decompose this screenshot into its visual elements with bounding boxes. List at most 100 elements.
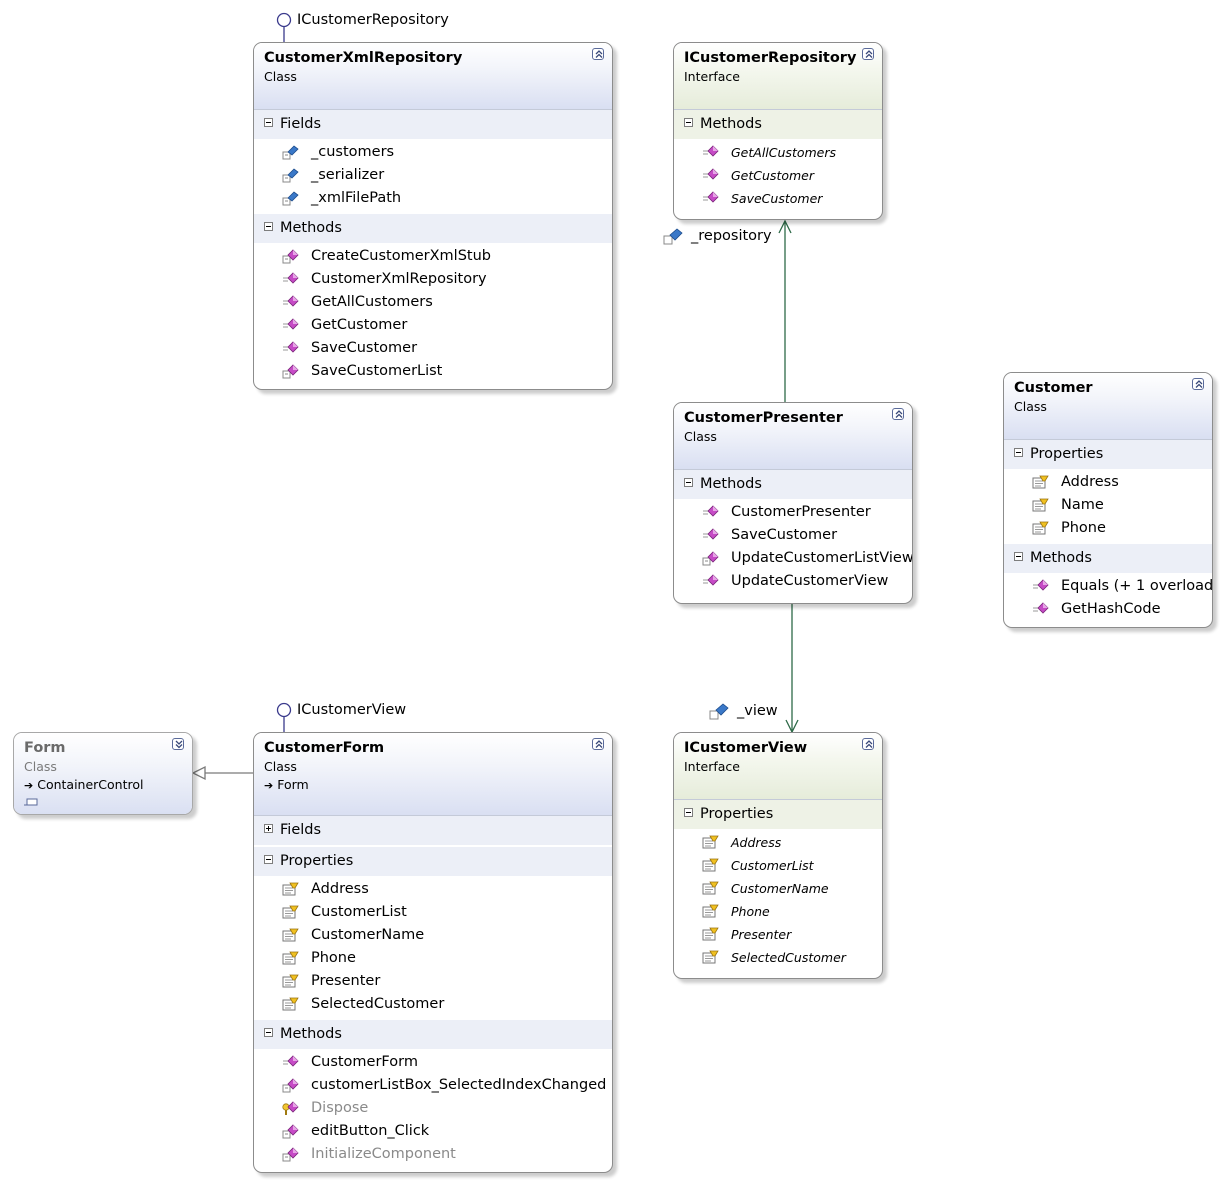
class-title: CustomerPresenter: [684, 410, 843, 426]
member-row[interactable]: Presenter: [674, 923, 882, 946]
member-label: UpdateCustomerListView: [731, 550, 913, 566]
class-box-customer-presenter[interactable]: CustomerPresenter Class Methods Customer…: [673, 402, 913, 604]
collapse-icon[interactable]: [592, 738, 604, 750]
class-box-form[interactable]: Form Class ➔ContainerControl: [13, 732, 193, 815]
member-row[interactable]: editButton_Click: [254, 1120, 612, 1143]
field-icon: [282, 145, 299, 160]
member-row[interactable]: CustomerPresenter: [674, 501, 912, 524]
member-row[interactable]: CreateCustomerXmlStub: [254, 245, 612, 268]
collapse-icon[interactable]: [862, 738, 874, 750]
class-box-customer-form[interactable]: CustomerForm Class ➔Form Fields Properti…: [253, 732, 613, 1173]
collapse-toggle-icon[interactable]: [684, 118, 693, 127]
property-icon: [282, 905, 299, 919]
member-label: Presenter: [731, 927, 792, 942]
class-header: Customer Class: [1004, 373, 1212, 440]
member-row[interactable]: Phone: [1004, 517, 1212, 540]
member-label: GetAllCustomers: [731, 145, 837, 160]
collapse-toggle-icon[interactable]: [1014, 552, 1023, 561]
member-row[interactable]: SaveCustomer: [674, 524, 912, 547]
property-icon: [282, 928, 299, 942]
class-title: Customer: [1014, 380, 1093, 396]
section-methods[interactable]: Methods: [1004, 544, 1212, 573]
member-row[interactable]: CustomerList: [674, 854, 882, 877]
collapse-toggle-icon[interactable]: [1014, 448, 1023, 457]
member-row[interactable]: Phone: [674, 900, 882, 923]
member-row[interactable]: CustomerList: [254, 901, 612, 924]
member-row[interactable]: GetHashCode: [1004, 598, 1212, 621]
method-icon: [703, 505, 719, 517]
member-label: SaveCustomerList: [311, 363, 443, 379]
member-label: CustomerName: [311, 927, 425, 943]
member-row[interactable]: Address: [1004, 471, 1212, 494]
protected-method-icon: [282, 1101, 299, 1115]
member-row[interactable]: SaveCustomer: [254, 337, 612, 360]
member-row[interactable]: SelectedCustomer: [254, 993, 612, 1016]
method-icon: [283, 272, 299, 284]
member-label: SaveCustomer: [311, 340, 418, 356]
inherits-arrow-icon: ➔: [264, 779, 274, 792]
member-row[interactable]: Name: [1004, 494, 1212, 517]
class-box-customer-xml-repository[interactable]: CustomerXmlRepository Class Fields _cust…: [253, 42, 613, 390]
expand-toggle-icon[interactable]: [264, 824, 273, 833]
member-row[interactable]: SaveCustomerList: [254, 360, 612, 383]
association-view-line: [785, 604, 799, 734]
section-properties[interactable]: Properties: [254, 847, 612, 876]
member-row[interactable]: InitializeComponent: [254, 1143, 612, 1166]
member-label: Address: [311, 881, 369, 897]
collapse-toggle-icon[interactable]: [684, 478, 693, 487]
collapse-icon[interactable]: [592, 48, 604, 60]
collapse-toggle-icon[interactable]: [264, 222, 273, 231]
class-header: ICustomerView Interface: [674, 733, 882, 800]
collapse-toggle-icon[interactable]: [264, 855, 273, 864]
member-row[interactable]: GetAllCustomers: [254, 291, 612, 314]
member-row[interactable]: SaveCustomer: [674, 187, 882, 210]
member-row[interactable]: _customers: [254, 141, 612, 164]
section-properties[interactable]: Properties: [674, 800, 882, 829]
collapse-toggle-icon[interactable]: [264, 1028, 273, 1037]
member-row[interactable]: _serializer: [254, 164, 612, 187]
collapse-icon[interactable]: [892, 408, 904, 420]
section-methods[interactable]: Methods: [254, 214, 612, 243]
member-row[interactable]: CustomerXmlRepository: [254, 268, 612, 291]
member-row[interactable]: Equals (+ 1 overload): [1004, 575, 1212, 598]
section-fields[interactable]: Fields: [254, 110, 612, 139]
member-row[interactable]: customerListBox_SelectedIndexChanged: [254, 1074, 612, 1097]
collapse-toggle-icon[interactable]: [264, 118, 273, 127]
member-row[interactable]: CustomerName: [254, 924, 612, 947]
class-kind: Class: [264, 69, 297, 84]
class-title: ICustomerView: [684, 740, 808, 756]
member-row[interactable]: Phone: [254, 947, 612, 970]
collapse-toggle-icon[interactable]: [684, 808, 693, 817]
member-row[interactable]: CustomerForm: [254, 1051, 612, 1074]
section-fields[interactable]: Fields: [254, 816, 612, 845]
section-properties[interactable]: Properties: [1004, 440, 1212, 469]
member-row[interactable]: _xmlFilePath: [254, 187, 612, 210]
class-title: ICustomerRepository: [684, 50, 857, 66]
member-row[interactable]: GetCustomer: [254, 314, 612, 337]
member-row[interactable]: GetCustomer: [674, 164, 882, 187]
member-row[interactable]: UpdateCustomerView: [674, 570, 912, 593]
member-row[interactable]: Address: [674, 831, 882, 854]
expand-icon[interactable]: [172, 738, 184, 750]
member-row[interactable]: UpdateCustomerListView: [674, 547, 912, 570]
collapse-icon[interactable]: [862, 48, 874, 60]
member-row[interactable]: GetAllCustomers: [674, 141, 882, 164]
interface-box-icustomer-view[interactable]: ICustomerView Interface Properties Addre…: [673, 732, 883, 979]
property-icon: [1032, 521, 1049, 535]
member-row[interactable]: Address: [254, 878, 612, 901]
member-row[interactable]: Dispose: [254, 1097, 612, 1120]
class-header: CustomerPresenter Class: [674, 403, 912, 470]
section-methods[interactable]: Methods: [674, 110, 882, 139]
interface-box-icustomer-repository[interactable]: ICustomerRepository Interface Methods Ge…: [673, 42, 883, 220]
member-row[interactable]: SelectedCustomer: [674, 946, 882, 969]
collapse-icon[interactable]: [1192, 378, 1204, 390]
property-icon: [282, 882, 299, 896]
property-icon: [702, 950, 719, 964]
member-row[interactable]: Presenter: [254, 970, 612, 993]
member-row[interactable]: CustomerName: [674, 877, 882, 900]
section-methods[interactable]: Methods: [254, 1020, 612, 1049]
section-methods[interactable]: Methods: [674, 470, 912, 499]
